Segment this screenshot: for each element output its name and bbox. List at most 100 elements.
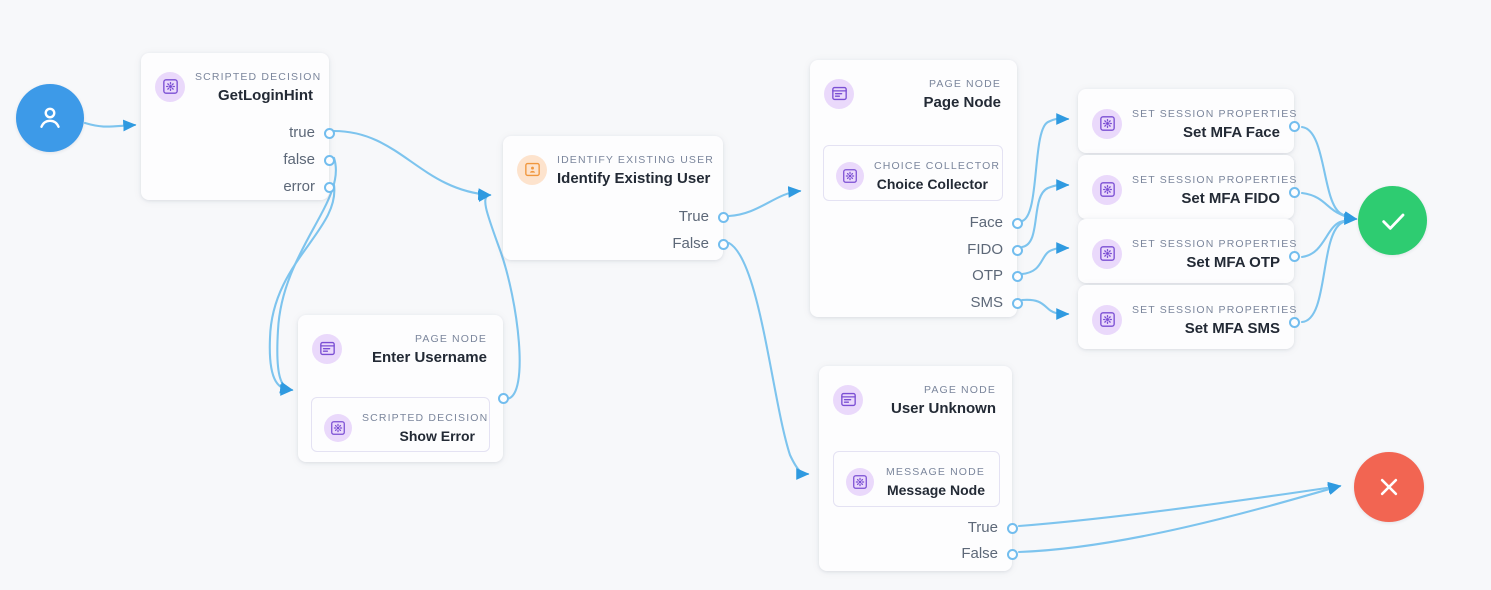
node-kind-label: SCRIPTED DECISION [195, 71, 322, 83]
port-dot[interactable] [1007, 522, 1018, 534]
port-label: True [678, 208, 709, 225]
port-label: false [283, 151, 315, 168]
node-set-mfa-otp[interactable]: SET SESSION PROPERTIES Set MFA OTP [1078, 219, 1300, 283]
node-header: SCRIPTED DECISION GetLoginHint [141, 53, 329, 110]
port-dot[interactable] [718, 238, 729, 250]
node-header: SET SESSION PROPERTIES Set MFA SMS [1078, 285, 1296, 339]
port-dot[interactable] [1012, 217, 1023, 229]
close-icon [1374, 472, 1404, 502]
node-user-unknown[interactable]: PAGE NODE User Unknown MESSAGE NODE Mess… [819, 366, 1018, 571]
port-label: OTP [972, 267, 1003, 284]
subnode-title-label: Message Node [886, 482, 985, 498]
port-false[interactable]: False [672, 236, 729, 252]
subnode-header: CHOICE COLLECTOR Choice Collector [824, 146, 1002, 205]
node-title-label: Set MFA FIDO [1181, 190, 1280, 207]
port-dot[interactable] [324, 127, 335, 139]
port-true[interactable]: true [289, 125, 335, 141]
node-text-block: IDENTIFY EXISTING USER Identify Existing… [547, 150, 713, 189]
edge-identifytrue-to-pagenode [727, 186, 802, 218]
node-kind-label: SET SESSION PROPERTIES [1132, 108, 1298, 120]
node-text-block: SCRIPTED DECISION GetLoginHint [185, 67, 320, 106]
node-text-block: SET SESSION PROPERTIES Set MFA Face [1122, 104, 1296, 143]
choice-collector-icon [836, 161, 864, 190]
node-title-label: Identify Existing User [557, 170, 711, 187]
scripted-decision-icon [155, 71, 185, 102]
message-node-icon [846, 467, 874, 496]
port-false[interactable]: false [283, 152, 335, 168]
node-text-block: PAGE NODE User Unknown [863, 380, 996, 419]
port-otp[interactable]: OTP [972, 268, 1023, 284]
port-error[interactable]: error [283, 179, 335, 195]
edge-identifyfalse-to-userunknown [727, 241, 810, 480]
subnode-text-block: MESSAGE NODE Message Node [874, 462, 985, 501]
subnode-header: SCRIPTED DECISION Show Error [312, 398, 489, 457]
node-kind-label: SET SESSION PROPERTIES [1132, 238, 1298, 250]
port-label: error [283, 178, 315, 195]
set-session-properties-icon [1092, 174, 1122, 205]
node-text-block: SET SESSION PROPERTIES Set MFA FIDO [1122, 170, 1296, 209]
set-session-properties-icon [1092, 304, 1122, 335]
edge-fido-to-setmfafido [1020, 179, 1070, 249]
port-label: False [961, 545, 998, 562]
node-set-mfa-fido[interactable]: SET SESSION PROPERTIES Set MFA FIDO [1078, 155, 1300, 219]
node-header: PAGE NODE Page Node [810, 60, 1017, 117]
node-set-mfa-face[interactable]: SET SESSION PROPERTIES Set MFA Face [1078, 89, 1300, 153]
edge-face-to-setmfaface [1020, 113, 1070, 223]
port-dot-out[interactable] [498, 393, 509, 404]
node-title-label: Enter Username [371, 349, 487, 366]
port-dot[interactable] [718, 211, 729, 223]
subnode-choice-collector[interactable]: CHOICE COLLECTOR Choice Collector [823, 145, 1003, 201]
node-title-label: Set MFA Face [1183, 124, 1280, 141]
start-node[interactable] [16, 84, 84, 152]
node-kind-label: PAGE NODE [923, 384, 996, 396]
port-dot[interactable] [1012, 270, 1023, 282]
port-face[interactable]: Face [970, 215, 1023, 231]
port-label: False [672, 235, 709, 252]
node-header: SET SESSION PROPERTIES Set MFA OTP [1078, 219, 1296, 273]
subnode-title-label: Choice Collector [876, 176, 988, 192]
port-dot[interactable] [324, 181, 335, 193]
port-true[interactable]: True [679, 209, 729, 225]
node-set-mfa-sms[interactable]: SET SESSION PROPERTIES Set MFA SMS [1078, 285, 1300, 349]
subnode-kind-label: CHOICE COLLECTOR [874, 160, 1001, 172]
edge-true-to-identify [332, 129, 492, 201]
port-dot-out[interactable] [1289, 251, 1300, 262]
port-fido[interactable]: FIDO [967, 242, 1023, 258]
port-sms[interactable]: SMS [970, 295, 1023, 311]
port-dot[interactable] [1012, 297, 1023, 309]
node-kind-label: PAGE NODE [928, 78, 1001, 90]
node-header: PAGE NODE Enter Username [298, 315, 503, 372]
port-dot[interactable] [1012, 244, 1023, 256]
edge-setmfaface-to-success [1300, 125, 1358, 223]
subnode-header: MESSAGE NODE Message Node [834, 452, 999, 511]
node-page-node[interactable]: PAGE NODE Page Node CHOICE COLLECTOR Cho… [810, 60, 1023, 317]
port-dot[interactable] [1007, 548, 1018, 560]
port-dot-out[interactable] [1289, 187, 1300, 198]
user-icon [35, 103, 65, 133]
node-enter-username[interactable]: PAGE NODE Enter Username SCRIPTED DECISI… [298, 315, 509, 462]
node-title-label: User Unknown [890, 400, 996, 417]
node-identify-existing-user[interactable]: IDENTIFY EXISTING USER Identify Existing… [503, 136, 729, 260]
edge-otp-to-setmfaotp [1020, 242, 1070, 276]
subnode-title-label: Show Error [399, 428, 475, 444]
edge-setmfasms-to-success [1300, 213, 1358, 324]
subnode-text-block: CHOICE COLLECTOR Choice Collector [864, 156, 999, 195]
port-dot-out[interactable] [1289, 121, 1300, 132]
port-dot[interactable] [324, 154, 335, 166]
subnode-message-node[interactable]: MESSAGE NODE Message Node [833, 451, 1000, 507]
node-get-login-hint[interactable]: SCRIPTED DECISION GetLoginHint true fals… [141, 53, 335, 200]
port-false[interactable]: False [961, 546, 1018, 562]
set-session-properties-icon [1092, 108, 1122, 139]
node-kind-label: SET SESSION PROPERTIES [1132, 174, 1298, 186]
failure-node[interactable] [1354, 452, 1424, 522]
node-title-label: Set MFA SMS [1184, 320, 1280, 337]
port-label: FIDO [967, 241, 1003, 258]
port-dot-out[interactable] [1289, 317, 1300, 328]
success-node[interactable] [1358, 186, 1427, 255]
edge-userunknownfalse-to-failure [1017, 483, 1342, 554]
edge-start-to-getloginhint [83, 119, 137, 132]
subnode-show-error[interactable]: SCRIPTED DECISION Show Error [311, 397, 490, 452]
port-label: True [967, 519, 998, 536]
port-true[interactable]: True [968, 520, 1018, 536]
